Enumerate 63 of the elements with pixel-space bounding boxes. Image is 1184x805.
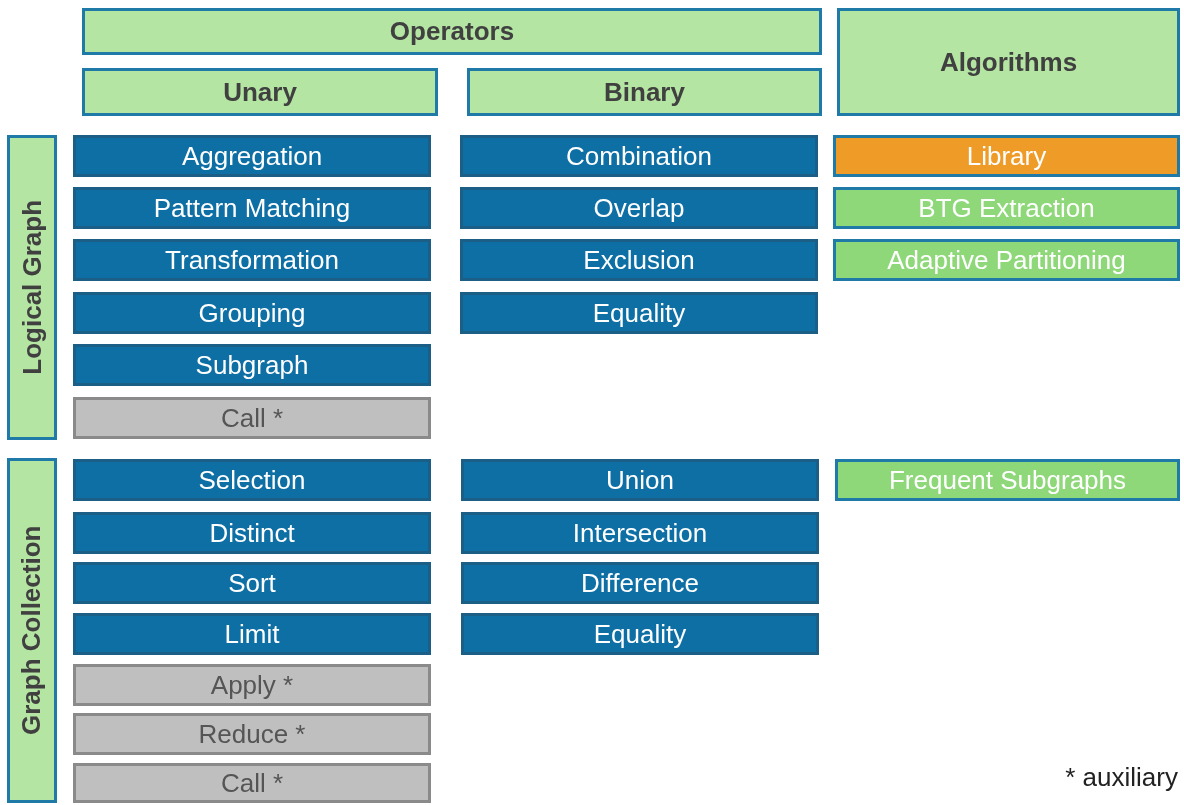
box-label: Binary xyxy=(604,77,685,107)
algorithm-box xyxy=(833,239,1180,281)
operator-box xyxy=(73,562,431,604)
operator-box xyxy=(460,187,818,229)
box-label: Apply * xyxy=(210,670,294,700)
box-label: Call * xyxy=(220,403,284,433)
box-label: Call * xyxy=(220,768,284,798)
header-box xyxy=(82,8,822,55)
algorithm-box xyxy=(833,135,1180,177)
operator-box xyxy=(461,512,819,554)
box-label: Pattern Matching xyxy=(153,193,351,223)
algorithm-box xyxy=(835,459,1180,501)
operator-box xyxy=(461,613,819,655)
row-header-band xyxy=(7,135,57,440)
box-label: Unary xyxy=(223,77,297,107)
box-label: Grouping xyxy=(198,298,306,328)
header-box xyxy=(82,68,438,116)
operator-box xyxy=(460,239,818,281)
box-label: Difference xyxy=(581,568,699,598)
row-header-band xyxy=(7,458,57,803)
box-label: Subgraph xyxy=(195,350,309,380)
operator-box xyxy=(73,292,431,334)
auxiliary-operator-box xyxy=(73,763,431,803)
operator-box xyxy=(461,562,819,604)
operator-box xyxy=(460,135,818,177)
box-label: Library xyxy=(966,141,1047,171)
operator-box xyxy=(73,512,431,554)
operator-box xyxy=(73,613,431,655)
box-label: Algorithms xyxy=(939,47,1078,77)
box-label: Operators xyxy=(389,17,515,46)
box-label: Frequent Subgraphs xyxy=(888,465,1126,495)
box-label: Sort xyxy=(228,568,276,598)
operator-box xyxy=(73,135,431,177)
box-label: Adaptive Partitioning xyxy=(887,245,1126,275)
header-box xyxy=(837,8,1180,116)
box-label: Reduce * xyxy=(198,719,306,749)
box-label: Equality xyxy=(593,619,687,649)
auxiliary-operator-box xyxy=(73,713,431,755)
box-label: BTG Extraction xyxy=(918,193,1095,223)
box-label: Intersection xyxy=(572,518,708,548)
box-label: Transformation xyxy=(165,245,339,275)
box-label: Selection xyxy=(198,465,306,495)
box-label: Graph Collection xyxy=(17,525,47,736)
box-label: Combination xyxy=(566,141,712,171)
operator-box xyxy=(73,239,431,281)
box-label: Aggregation xyxy=(181,141,323,171)
box-label: Limit xyxy=(224,619,280,649)
operator-box xyxy=(461,459,819,501)
header-box xyxy=(467,68,822,116)
box-label: Distinct xyxy=(209,518,295,548)
footnote: * auxiliary xyxy=(1065,762,1178,793)
operator-box xyxy=(460,292,818,334)
box-label: Equality xyxy=(592,298,686,328)
box-label: Union xyxy=(606,465,674,495)
box-label: Overlap xyxy=(593,193,685,223)
box-label: Exclusion xyxy=(583,245,695,275)
box-label: Logical Graph xyxy=(17,200,47,375)
operator-box xyxy=(73,459,431,501)
auxiliary-operator-box xyxy=(73,397,431,439)
operator-box xyxy=(73,344,431,386)
algorithm-box xyxy=(833,187,1180,229)
operator-box xyxy=(73,187,431,229)
auxiliary-operator-box xyxy=(73,664,431,706)
